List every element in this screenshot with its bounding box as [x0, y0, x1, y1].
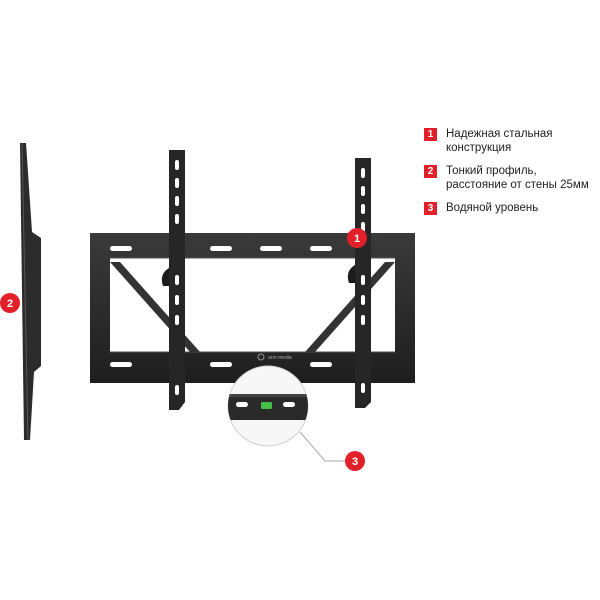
feature-number-badge: 1	[424, 128, 437, 141]
feature-item-2: 2 Тонкий профиль,расстояние от стены 25м…	[424, 164, 600, 192]
wall-bracket-front-view: arm media	[90, 150, 415, 410]
water-level-loupe	[227, 365, 345, 462]
feature-number-badge: 2	[424, 165, 437, 178]
feature-text: Тонкий профиль,расстояние от стены 25мм	[446, 165, 589, 191]
brand-label: arm media	[268, 355, 292, 361]
svg-text:2: 2	[7, 298, 13, 310]
marker-3: 3	[345, 451, 365, 471]
water-level-bubble	[261, 402, 272, 409]
feature-number-badge: 3	[424, 202, 437, 215]
marker-1: 1	[347, 228, 367, 248]
svg-text:3: 3	[352, 456, 358, 468]
feature-text: Водяной уровень	[446, 202, 539, 214]
side-profile-view	[20, 142, 41, 441]
feature-item-3: 3 Водяной уровень	[424, 201, 600, 215]
svg-text:1: 1	[354, 233, 360, 245]
marker-2: 2	[0, 293, 20, 313]
